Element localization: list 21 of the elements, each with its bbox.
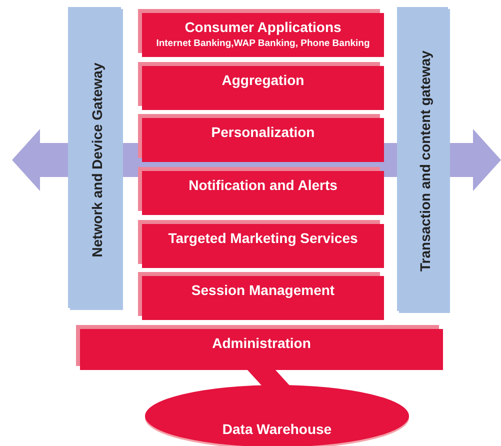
layer-box (142, 171, 384, 215)
layer-title: Aggregation (220, 71, 306, 88)
layer-box (142, 224, 384, 268)
gateway-label: Network and Device Gateway (88, 62, 104, 257)
gateway-column (399, 9, 450, 313)
layer-title: Targeted Marketing Services (167, 229, 359, 246)
layer-box (142, 276, 384, 320)
layer-subtitle: Internet Banking,WAP Banking, Phone Banking (155, 38, 371, 49)
layer-box (142, 118, 384, 162)
gateway-label: Transaction and content gateway (416, 50, 432, 272)
layer-title: Administration (211, 334, 312, 351)
double-arrow-head (450, 129, 501, 191)
layer-title: Session Management (190, 281, 336, 298)
double-arrow-head (12, 129, 70, 191)
layer-title: Notification and Alerts (188, 176, 338, 193)
layer-title: Data Warehouse (221, 421, 333, 437)
layer-title: Personalization (210, 123, 316, 140)
layer-title: Consumer Applications (184, 18, 342, 35)
gateway-column (70, 9, 123, 310)
layer-box (142, 13, 384, 57)
layer-box (142, 66, 384, 110)
